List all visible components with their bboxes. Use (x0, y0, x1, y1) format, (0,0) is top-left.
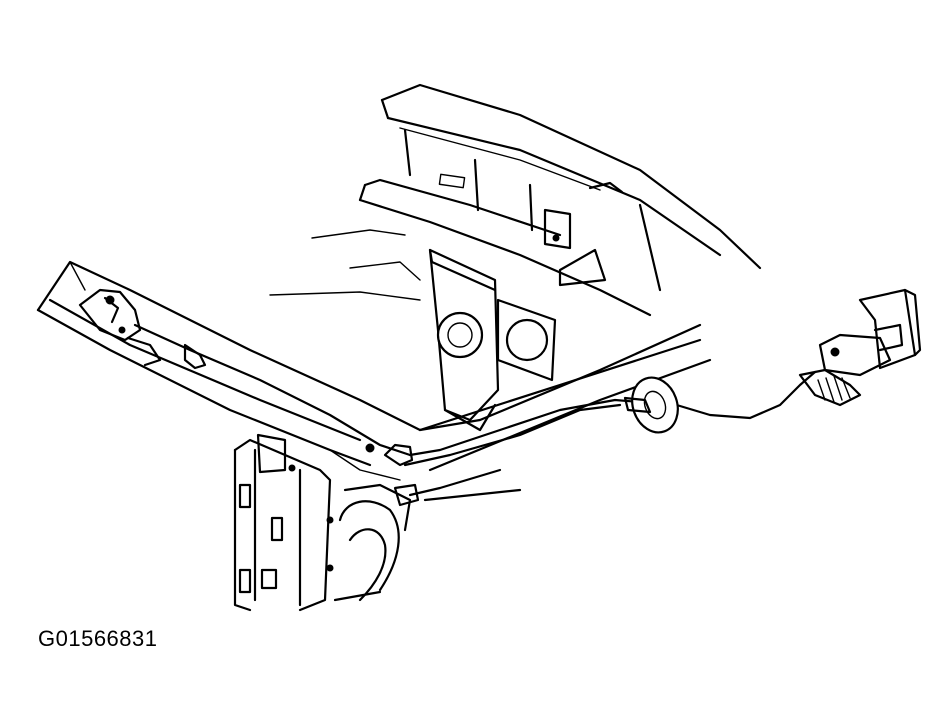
cable-grommet (623, 376, 679, 434)
figure-id-label: G01566831 (38, 626, 158, 651)
center-bracket (428, 248, 557, 432)
cowl-panel (380, 83, 762, 292)
radiator-support (36, 260, 712, 502)
release-handle (798, 288, 922, 407)
release-cable (133, 323, 817, 467)
cowl-shelf (358, 178, 652, 317)
wheel-opening (333, 483, 420, 602)
hood-latch (78, 288, 162, 367)
front-pillar (233, 433, 334, 612)
inner-fender-lines (269, 229, 421, 301)
